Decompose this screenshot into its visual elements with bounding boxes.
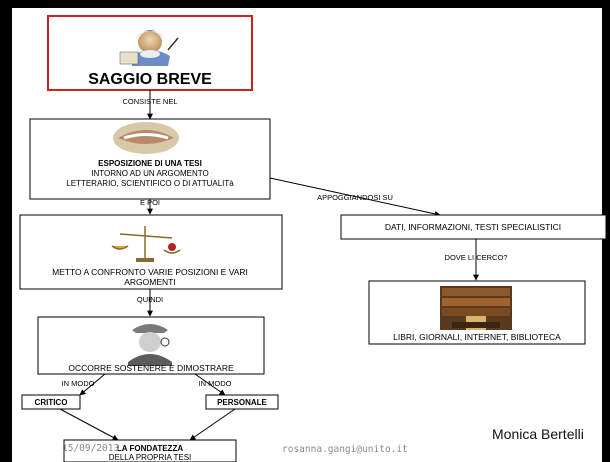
- detective-illustration: [128, 324, 172, 366]
- esposizione-line1: INTORNO AD UN ARGOMENTO: [91, 169, 209, 178]
- esposizione-box: ESPOSIZIONE DI UNA TESI INTORNO AD UN AR…: [29, 118, 271, 200]
- critico-box: CRITICO: [21, 394, 81, 410]
- title-box: SAGGIO BREVE: [47, 15, 253, 91]
- edge-label-inmodo-right: IN MODO: [199, 379, 232, 388]
- footer-author: Monica Bertelli: [492, 426, 584, 442]
- fondatezza-box: LA FONDATEZZA DELLA PROPRIA TESI: [63, 439, 237, 462]
- confronto-box: METTO A CONFRONTO VARIE POSIZIONI E VARI…: [19, 214, 283, 290]
- confronto-line1: METTO A CONFRONTO VARIE POSIZIONI E VARI: [52, 267, 248, 277]
- esposizione-title: ESPOSIZIONE DI UNA TESI: [98, 159, 202, 168]
- edge-label-inmodo-left: IN MODO: [62, 379, 95, 388]
- footer-date: 15/09/2013: [62, 443, 119, 454]
- footer-email: rosanna.gangi@unito.it: [282, 444, 408, 455]
- dati-box: DATI, INFORMAZIONI, TESTI SPECIALISTICI: [340, 214, 607, 240]
- confronto-line2: ARGOMENTI: [124, 277, 175, 287]
- scales-illustration: [111, 226, 181, 262]
- edge-label-epoi: E POI: [140, 198, 160, 207]
- esposizione-line2: LETTERARIO, SCIENTIFICO O DI ATTUALITà: [66, 179, 234, 188]
- fondatezza-line2: DELLA PROPRIA TESI: [109, 453, 192, 462]
- libri-label: LIBRI, GIORNALI, INTERNET, BIBLIOTECA: [393, 332, 561, 342]
- sostenere-box: OCCORRE SOSTENERE E DIMOSTRARE: [37, 316, 265, 375]
- dati-label: DATI, INFORMAZIONI, TESTI SPECIALISTICI: [385, 222, 561, 232]
- edge-label-appoggiandosi: APPOGGIANDOSI SU: [317, 193, 393, 202]
- personale-box: PERSONALE: [205, 394, 279, 410]
- library-illustration: [440, 286, 512, 330]
- edge-label-consiste: CONSISTE NEL: [122, 97, 177, 106]
- fondatezza-line1: LA FONDATEZZA: [117, 444, 183, 453]
- scholar-illustration: [119, 30, 179, 66]
- mouth-illustration: [113, 122, 179, 154]
- edge-label-quindi: QUINDI: [137, 295, 163, 304]
- critico-label: CRITICO: [35, 398, 68, 407]
- slide-title: SAGGIO BREVE: [88, 71, 212, 88]
- sostenere-line1: OCCORRE SOSTENERE E DIMOSTRARE: [68, 363, 234, 373]
- libri-box: LIBRI, GIORNALI, INTERNET, BIBLIOTECA: [368, 280, 586, 345]
- edge-label-dove: DOVE LI CERCO?: [445, 253, 508, 262]
- personale-label: PERSONALE: [217, 398, 267, 407]
